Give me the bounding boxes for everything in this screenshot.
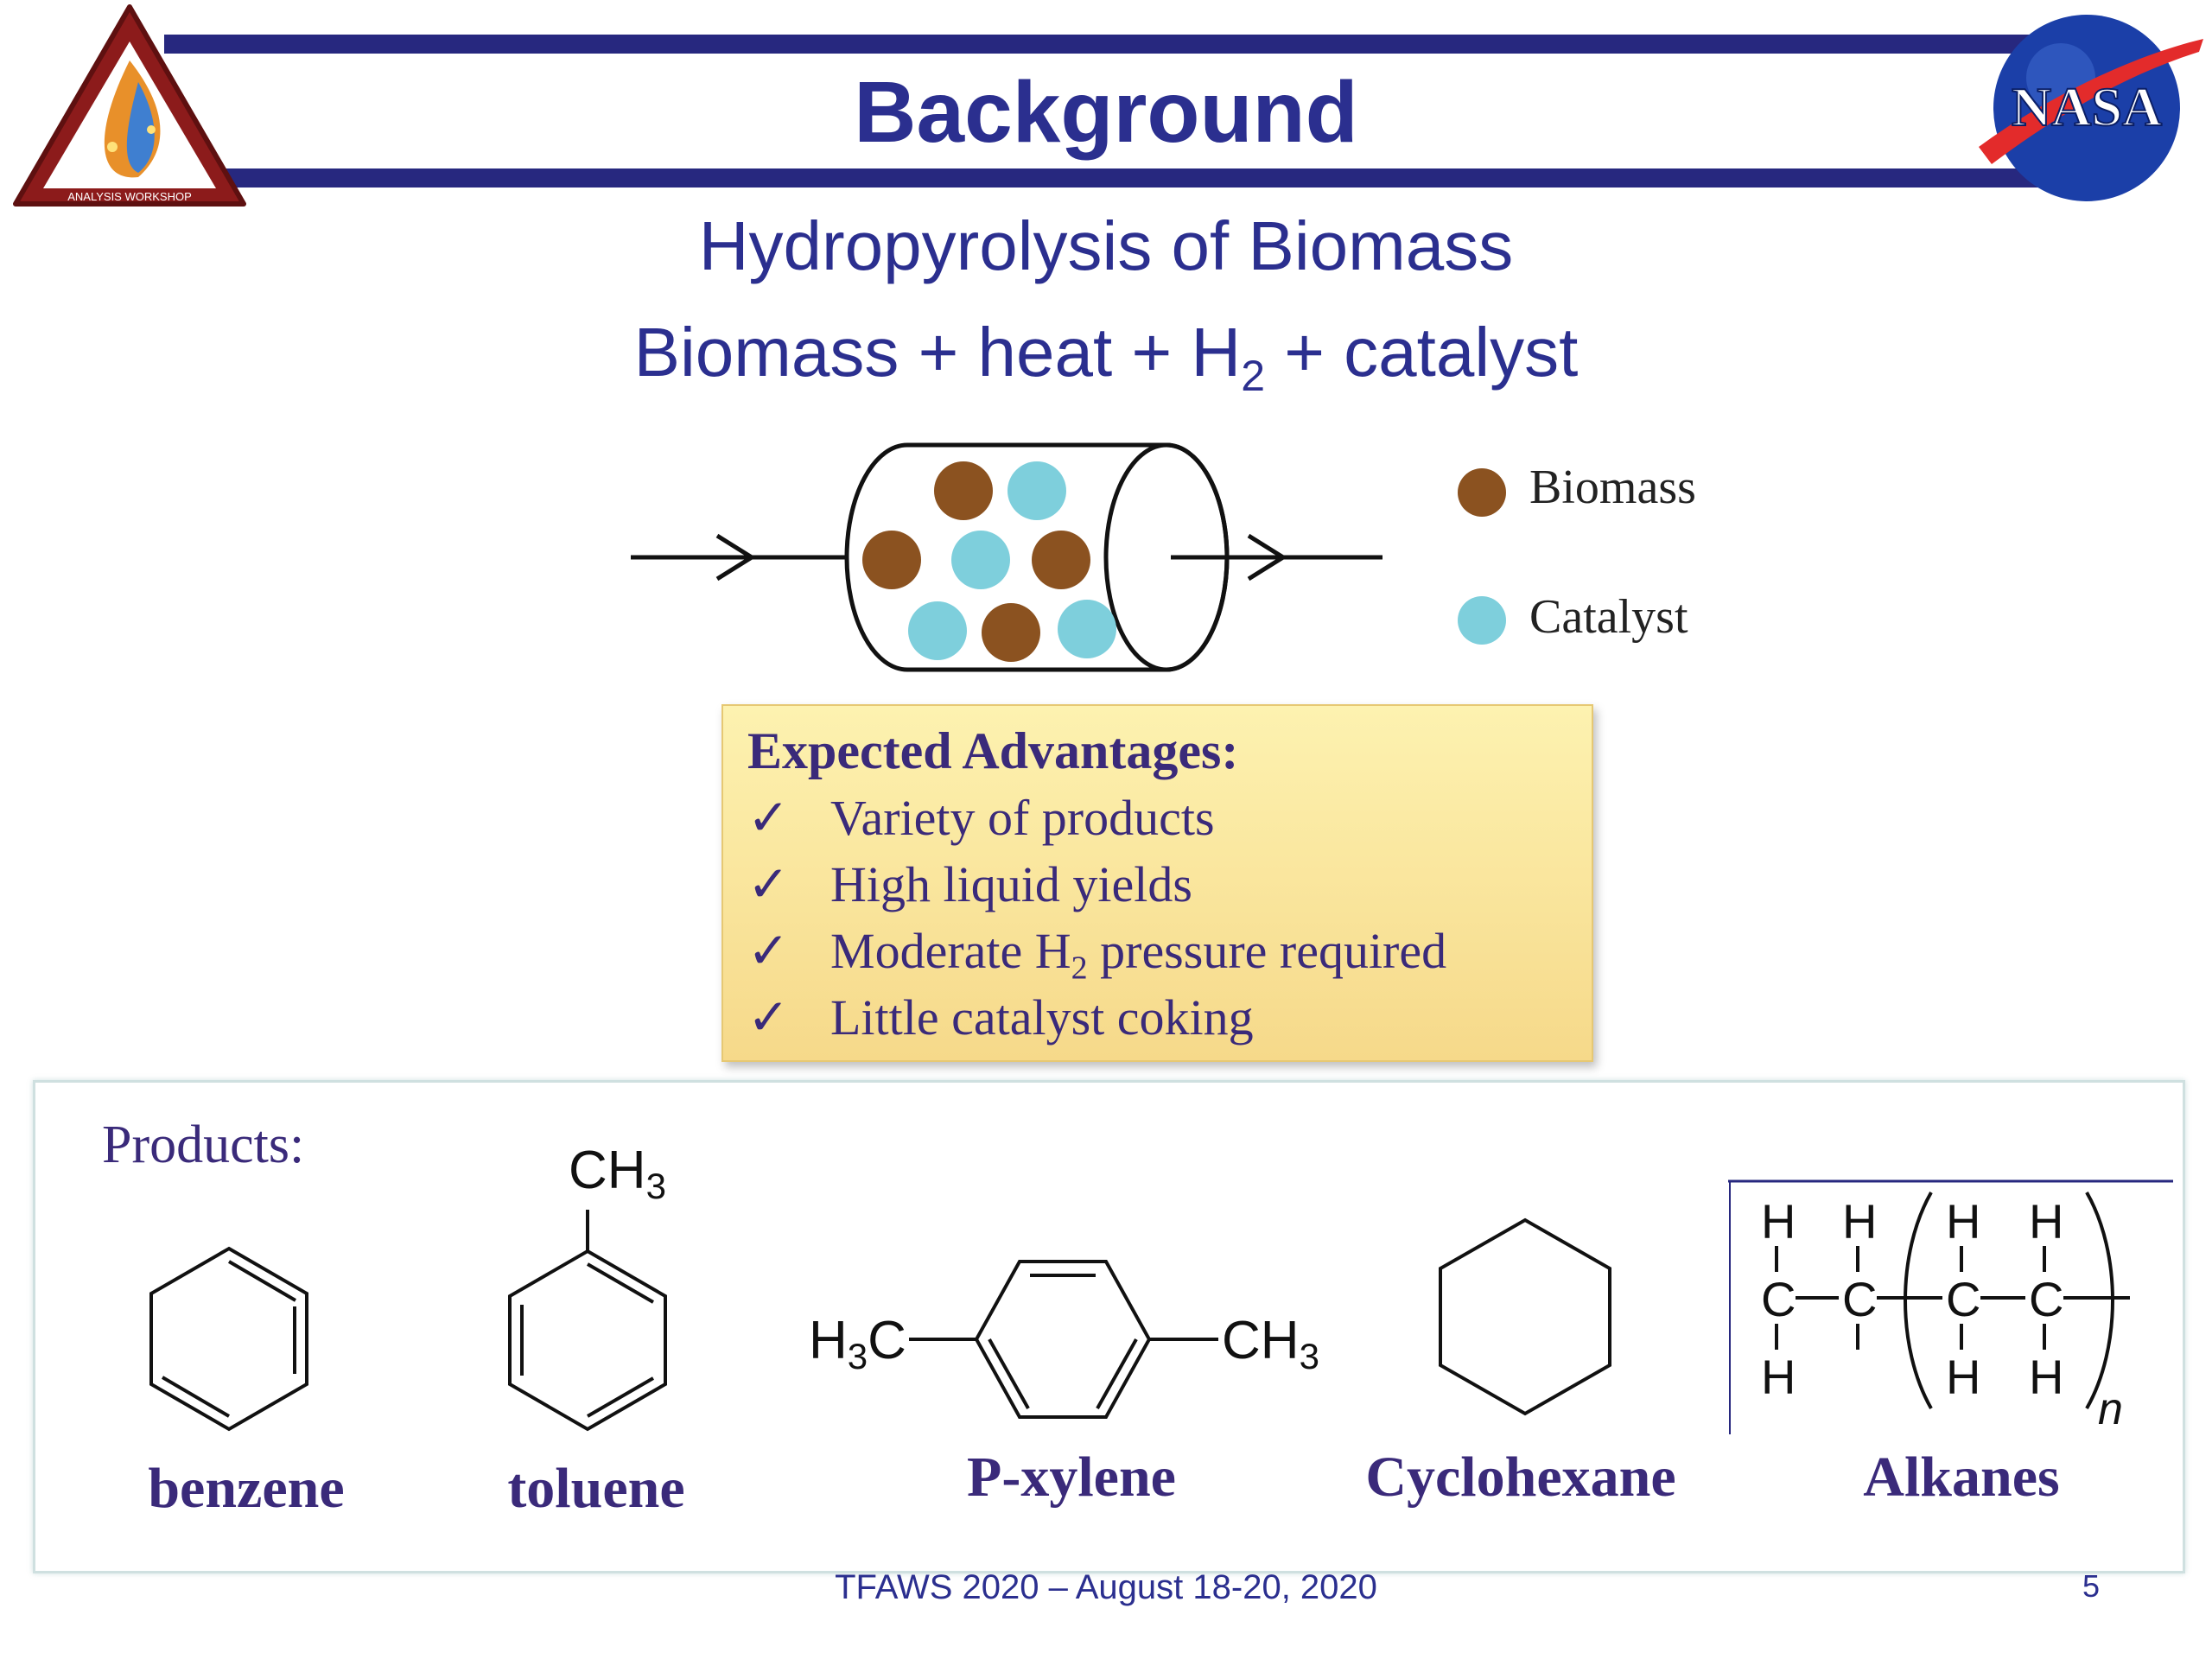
svg-text:H: H: [1946, 1194, 1980, 1249]
tfaws-logo: ANALYSIS WORKSHOP: [13, 4, 246, 207]
header-bar-bottom: [164, 168, 2108, 188]
advantage-subscript: 2: [1071, 950, 1088, 987]
advantage-item: ✓ Little catalyst coking: [747, 988, 1254, 1046]
svg-text:C: C: [1761, 1272, 1796, 1326]
biomass-particle: [1032, 531, 1090, 589]
xylene-ch3-text: CH3: [1222, 1311, 1319, 1376]
nasa-logo-text: NASA: [2012, 76, 2162, 137]
check-icon: ✓: [747, 790, 790, 846]
biomass-particle: [982, 603, 1040, 662]
tfaws-logo-caption: ANALYSIS WORKSHOP: [67, 190, 192, 203]
svg-text:H: H: [1761, 1350, 1796, 1404]
legend-biomass-label: Biomass: [1529, 461, 1696, 514]
advantage-text: High liquid yields: [830, 856, 1192, 912]
products-label: Products:: [102, 1116, 305, 1174]
check-icon: ✓: [747, 856, 790, 912]
advantages-title: Expected Advantages:: [747, 722, 1239, 779]
reactor-diagram: [631, 442, 1382, 672]
p-xylene-label: P-xylene: [967, 1446, 1176, 1509]
header-bar-top: [164, 35, 2108, 54]
catalyst-particle: [908, 601, 967, 660]
advantage-item: ✓ High liquid yields: [747, 855, 1192, 913]
alkane-right-paren: [2085, 1192, 2114, 1409]
advantages-box: Expected Advantages: ✓ Variety of product…: [721, 704, 1593, 1062]
legend-biomass-dot: [1458, 468, 1506, 517]
biomass-particle: [934, 461, 993, 520]
legend-markers: [1458, 468, 1506, 645]
benzene-label: benzene: [148, 1457, 345, 1520]
legend-catalyst-dot: [1458, 596, 1506, 645]
footer-text: TFAWS 2020 – August 18-20, 2020: [835, 1568, 1377, 1606]
toluene-ch3-text: CH3: [569, 1141, 666, 1206]
advantage-text: Moderate H: [830, 923, 1071, 979]
catalyst-particle: [951, 531, 1010, 589]
xylene-h3c-text: H3C: [809, 1311, 906, 1376]
subtitle-line2-subscript: 2: [1241, 352, 1265, 400]
subtitle-line2-prefix: Biomass + heat + H: [633, 314, 1242, 391]
svg-text:H: H: [1946, 1350, 1980, 1404]
check-icon: ✓: [747, 989, 790, 1046]
svg-text:H: H: [1761, 1194, 1796, 1249]
inlet-arrowhead: [715, 533, 756, 582]
svg-text:H: H: [1842, 1194, 1877, 1249]
alkanes-label: Alkanes: [1863, 1446, 2060, 1509]
advantage-item: ✓ Variety of products: [747, 788, 1215, 847]
benzene-structure: [149, 1246, 308, 1432]
cyclohexane-structure: [1439, 1217, 1611, 1416]
biomass-particle: [862, 531, 921, 589]
svg-text:C: C: [1842, 1272, 1877, 1326]
toluene-label: toluene: [507, 1457, 685, 1520]
advantage-text: Variety of products: [830, 790, 1215, 846]
catalyst-particle: [1007, 461, 1066, 520]
check-icon: ✓: [747, 923, 790, 979]
subtitle-line2: Biomass + heat + H2 + catalyst: [0, 309, 2212, 419]
subtitle-line2-suffix: + catalyst: [1265, 314, 1579, 391]
advantage-text: pressure required: [1087, 923, 1447, 979]
advantage-text: Little catalyst coking: [830, 989, 1254, 1046]
toluene-structure: CH3: [508, 1141, 667, 1432]
svg-text:H: H: [2029, 1350, 2063, 1404]
page-number: 5: [2082, 1568, 2101, 1604]
alkane-n-subscript: n: [2098, 1384, 2123, 1434]
advantage-item: ✓ Moderate H2 pressure required: [747, 921, 1446, 988]
catalyst-particle: [1058, 600, 1116, 658]
outlet-arrowhead: [1247, 533, 1287, 582]
svg-text:C: C: [2029, 1272, 2063, 1326]
products-box: [33, 1080, 2185, 1573]
page-title: Background: [854, 64, 1358, 161]
svg-text:H: H: [2029, 1194, 2063, 1249]
alkane-left-paren: [1904, 1192, 1933, 1409]
svg-text:C: C: [1946, 1272, 1980, 1326]
cyclohexane-label: Cyclohexane: [1365, 1446, 1676, 1509]
nasa-logo: NASA: [1979, 15, 2203, 201]
subtitle-line1: Hydropyrolysis of Biomass: [698, 207, 1514, 284]
legend-catalyst-label: Catalyst: [1529, 590, 1688, 644]
p-xylene-structure: H3C CH3: [809, 1260, 1319, 1419]
